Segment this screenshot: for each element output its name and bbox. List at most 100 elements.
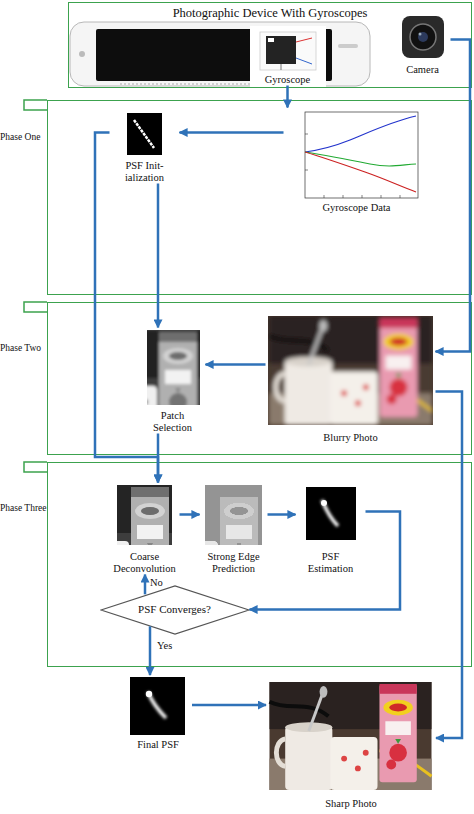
gyroscope-chip-illustration [250,26,326,88]
camera-illustration [418,32,428,42]
image-panel: Gyroscope [252,26,324,86]
camera-illustration [402,16,444,58]
psf-estimate-image [306,487,356,540]
edge-map-image [108,485,273,595]
gyroscope-plot [305,134,400,198]
image-caption: PSF Init- ialization [120,160,170,184]
sharp-photo [270,682,432,790]
sharp-photo [270,682,432,790]
psf-init-image [134,120,154,148]
coarse-image [19,485,184,595]
box-heading: Photographic Device With Gyroscopes [69,6,471,20]
image-caption: Final PSF [124,739,192,751]
image-panel: Coarse Deconvolution [110,483,180,575]
image-panel: PSF Init- ialization [110,112,180,184]
gyroscope-plot [305,152,416,166]
image-caption: PSF Estimation [306,551,356,575]
psf-estimate-image [322,500,338,526]
phase-tab [24,462,47,472]
patch-image [47,330,212,440]
image-caption: Gyroscope [253,74,323,86]
flow-arrow [286,86,289,108]
camera-illustration [410,24,436,50]
camera-illustration [402,16,444,58]
patch-image [47,330,212,440]
gyroscope-chip-illustration [268,38,274,42]
image-caption: Gyroscope Data [287,202,427,214]
flow-arrow [157,434,160,483]
gyroscope-plot [305,112,418,198]
gyroscope-chip-illustration [260,32,316,70]
gyroscope-chip-illustration [296,38,312,42]
camera-illustration [419,33,422,36]
image-panel: Final PSF [124,675,192,751]
flow-arrow [180,131,284,134]
psf-init-image [127,113,162,155]
phone-illustration [338,44,358,48]
psf-init-image [127,113,162,155]
image-panel: Strong Edge Prediction [200,483,268,575]
flow-arrow [206,363,266,366]
psf-estimate-image [321,500,327,506]
final-psf-image [130,677,185,735]
blurry-photo [269,316,433,425]
blurry-photo [268,316,433,425]
patch-image [47,330,212,440]
gyroscope-chip-illustration [266,36,296,64]
gyroscope-chip-illustration [250,26,326,88]
image-panel: Camera [395,16,451,76]
gyroscope-chip-illustration [296,58,312,64]
image-panel: Patch Selection [140,328,206,434]
flow-arrow [180,513,200,516]
coarse-image [19,485,184,595]
edge-label: No [150,577,163,589]
flow-arrow [436,392,463,739]
gyroscope-plot [305,152,416,192]
image-panel: Blurry Photo [266,314,436,444]
flow-arrow [192,704,266,707]
decision-diamond: PSF Converges? [100,585,250,635]
edge-map-image [108,485,273,595]
flow-arrow [436,40,471,352]
edge-map-image [108,485,273,595]
phase-heading: Phase Two [0,343,41,354]
image-panel: Sharp Photo [266,680,436,810]
image-caption: Patch Selection [148,410,198,434]
phase-tab [24,100,47,472]
image-caption: Sharp Photo [271,798,431,810]
phase-band: Phase ThreeCoarse DeconvolutionStrong Ed… [47,462,472,667]
flow-arrow [95,133,158,483]
gyroscope-plot [305,112,418,198]
flow-arrow [144,575,147,595]
sharp-photo [270,682,432,790]
phase-heading: Phase One [0,132,40,143]
image-caption: Coarse Deconvolution [110,551,180,575]
phase-tab [24,100,47,110]
blurry-photo [269,316,433,425]
patch-image [47,330,212,440]
psf-estimate-image [306,487,356,540]
edge-label: Yes [157,640,172,652]
phase-band: Phase TwoPatch SelectionBlurry Photo [47,302,472,455]
edge-map-image [108,485,273,595]
coarse-image [19,485,184,595]
image-caption: Camera [395,64,451,76]
image-caption: Strong Edge Prediction [202,551,266,575]
coarse-image [19,485,184,595]
gyroscope-chip-illustration [281,64,282,70]
flow-arrow [149,626,152,675]
decision-label: PSF Converges? [138,603,211,616]
flow-arrow [250,512,401,610]
image-caption: Blurry Photo [271,432,431,444]
phone-illustration [79,51,85,57]
blurry-photo [268,316,433,425]
gyroscope-plot [305,116,416,152]
phase-band: Phase OnePSF Init- ializationGyroscope D… [47,100,472,295]
flow-arrow [268,513,296,516]
final-psf-image [130,677,185,735]
final-psf-image [146,691,152,697]
blurry-photo [269,316,433,425]
